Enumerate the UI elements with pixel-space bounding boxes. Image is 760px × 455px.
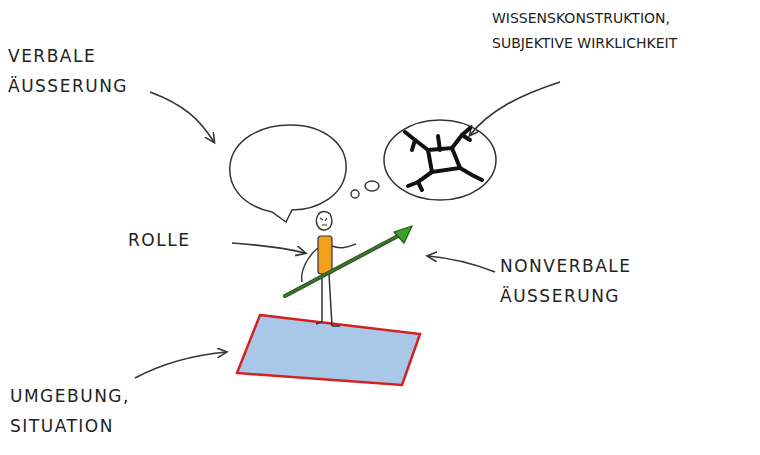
speech-bubble [230, 125, 346, 222]
callout-label: ROLLE [128, 226, 238, 256]
leader-arrow [135, 352, 226, 378]
leader-arrow [232, 243, 305, 253]
knowledge-network [405, 128, 482, 190]
leader-arrow [150, 92, 214, 142]
environment-mat [237, 315, 420, 385]
leader-arrow [428, 256, 495, 272]
leader-arrow [470, 82, 560, 135]
thought-dot [351, 190, 359, 198]
callout-label: NONVERBALE ÄUSSERUNG [500, 252, 670, 312]
thought-bubble [384, 120, 496, 200]
person-figure [285, 211, 412, 326]
thought-dot [365, 181, 379, 191]
callout-label: UMGEBUNG, SITUATION [10, 382, 150, 442]
callout-label: WISSENSKONSTRUKTION, SUBJEKTIVE WIRKLICH… [492, 6, 754, 55]
callout-label: VERBALE ÄUSSERUNG [8, 42, 148, 102]
